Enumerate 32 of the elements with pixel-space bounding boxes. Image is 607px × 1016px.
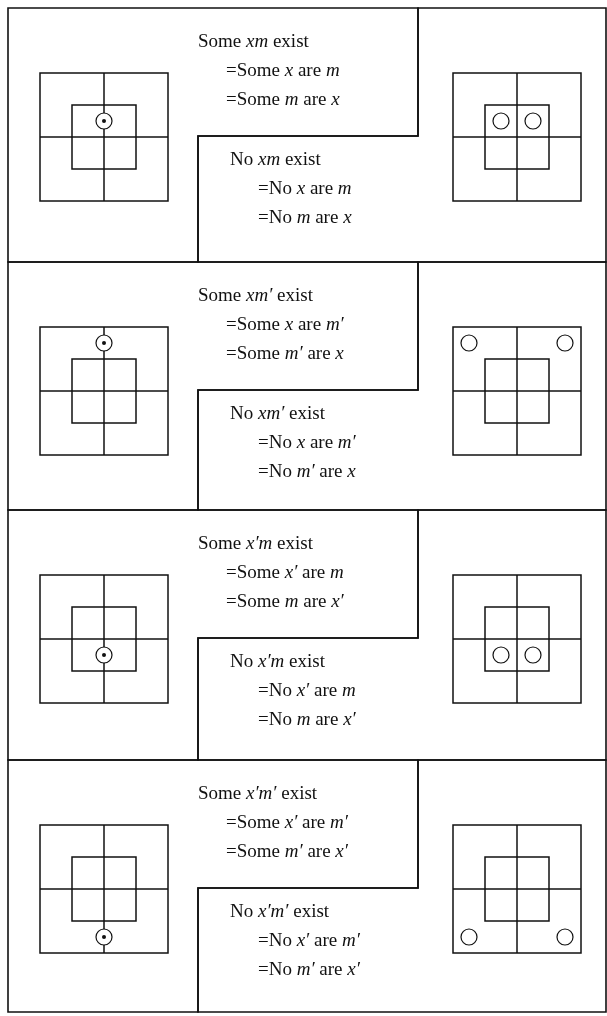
equivalent-text: =No m′ are x′: [258, 958, 360, 980]
panel-region: [198, 760, 606, 1012]
panel-region: [8, 510, 418, 760]
equivalent-text: =No x are m′: [258, 431, 356, 453]
statement-text: No xm exist: [230, 148, 321, 170]
equivalent-text: =Some m are x′: [226, 590, 344, 612]
panel-region: [198, 510, 606, 760]
equivalent-text: =Some m′ are x′: [226, 840, 348, 862]
panel-region: [8, 8, 418, 262]
equivalent-text: =Some x are m′: [226, 313, 344, 335]
equivalent-text: =Some m are x: [226, 88, 340, 110]
equivalent-text: =No x′ are m: [258, 679, 356, 701]
equivalent-text: =No m are x: [258, 206, 352, 228]
statement-text: Some x′m exist: [198, 532, 313, 554]
statement-text: No xm′ exist: [230, 402, 325, 424]
panel-region: [198, 8, 606, 262]
panel-region: [8, 760, 418, 1012]
statement-text: No x′m exist: [230, 650, 325, 672]
equivalent-text: =Some x′ are m: [226, 561, 344, 583]
equivalent-text: =No x are m: [258, 177, 352, 199]
equivalent-text: =No m are x′: [258, 708, 356, 730]
statement-text: No x′m′ exist: [230, 900, 330, 922]
statement-text: Some x′m′ exist: [198, 782, 318, 804]
statement-text: Some xm′ exist: [198, 284, 313, 306]
equivalent-text: =No x′ are m′: [258, 929, 360, 951]
equivalent-text: =No m′ are x: [258, 460, 356, 482]
panel-region: [198, 262, 606, 510]
equivalent-text: =Some x′ are m′: [226, 811, 348, 833]
panel-region: [8, 262, 418, 510]
statement-text: Some xm exist: [198, 30, 309, 52]
equivalent-text: =Some m′ are x: [226, 342, 344, 364]
equivalent-text: =Some x are m: [226, 59, 340, 81]
